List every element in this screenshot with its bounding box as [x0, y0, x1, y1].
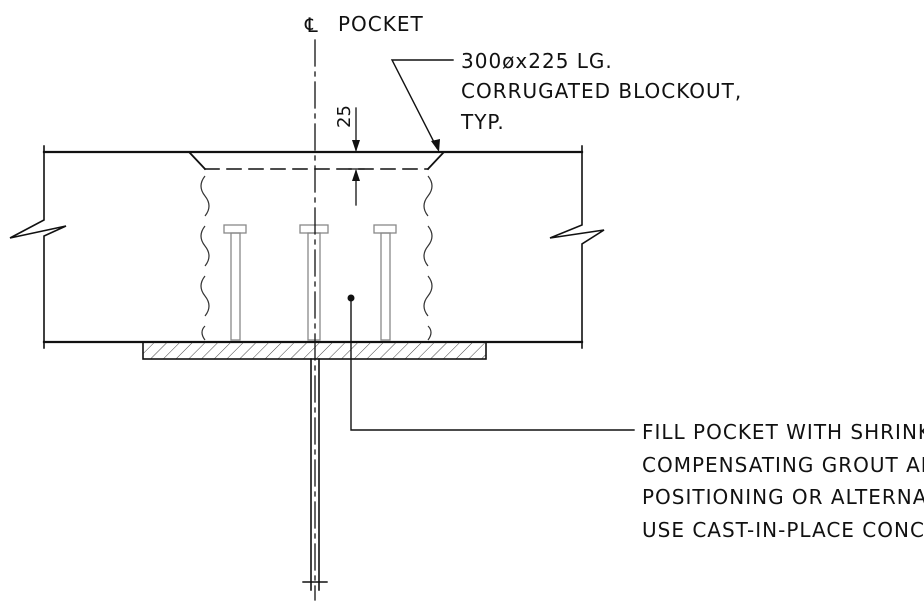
- centerline-label: POCKET: [338, 12, 424, 36]
- blockout-note-line-1: 300øx225 LG.: [461, 49, 613, 73]
- grout-note-line-4: USE CAST-IN-PLACE CONCRETE: [642, 518, 924, 542]
- corrugated-blockout: [188, 151, 445, 341]
- left-break-line: [9, 145, 67, 349]
- blockout-leader-arrow: [431, 139, 440, 152]
- blockout-note-line-3: TYP.: [460, 110, 505, 134]
- shear-studs: [223, 224, 397, 341]
- pile: [302, 358, 328, 591]
- right-break-line: [549, 145, 605, 349]
- blockout-note-line-2: CORRUGATED BLOCKOUT,: [461, 79, 742, 103]
- blockout-side-right: [423, 175, 433, 341]
- grout-note-line-2: COMPENSATING GROUT AFTER FINAL: [642, 453, 924, 477]
- blockout-leader: [390, 59, 454, 149]
- blockout-side-left: [200, 175, 210, 341]
- grout-leader: [350, 297, 635, 431]
- grout-note-line-1: FILL POCKET WITH SHRINKAGE: [642, 420, 924, 444]
- depth-dimension: 25: [334, 105, 365, 206]
- concrete-slab: [9, 145, 605, 349]
- centerline-symbol: ℄: [304, 13, 319, 37]
- shear-stud: [299, 224, 329, 341]
- blockout-chamfer-left: [188, 151, 207, 171]
- shear-stud: [373, 224, 397, 341]
- blockout-chamfer-right: [426, 151, 445, 171]
- grout-note-line-3: POSITIONING OR ALTERNATIVELY: [642, 485, 924, 509]
- shear-stud: [223, 224, 247, 341]
- dimension-value: 25: [334, 105, 355, 128]
